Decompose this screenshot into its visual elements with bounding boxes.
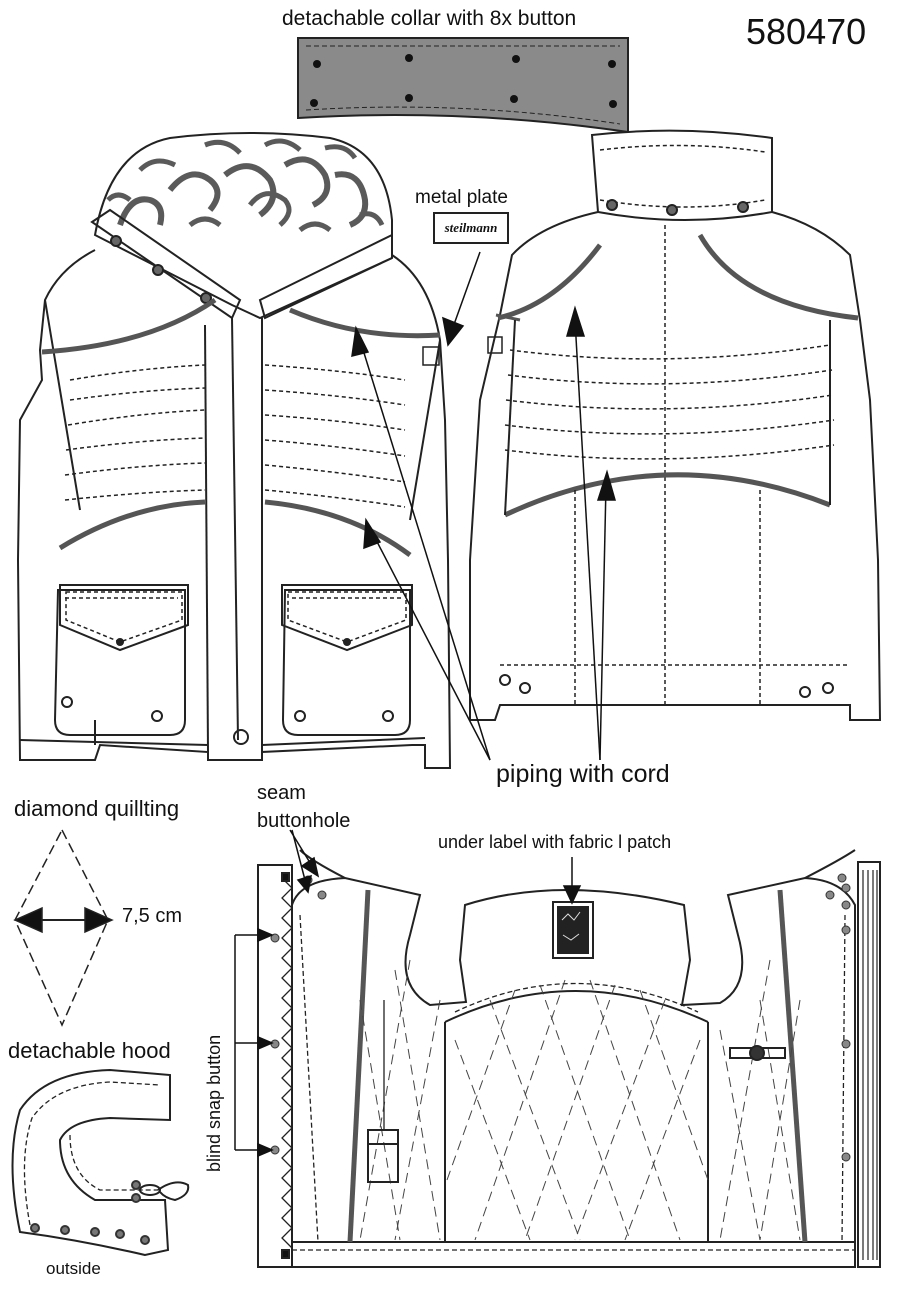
- detachable-hood: [11, 1068, 190, 1257]
- outside-label: outside: [46, 1259, 101, 1278]
- hood-label: detachable hood: [8, 1038, 171, 1063]
- jacket-back: [469, 129, 882, 721]
- under-label-caption: under label with fabric l patch: [438, 832, 672, 852]
- detachable-collar: [297, 37, 629, 134]
- collar-label: detachable collar with 8x button: [282, 7, 577, 30]
- diamond-quilting-detail: [13, 828, 114, 1027]
- seam-label: seam: [257, 782, 306, 804]
- jacket-inside-view: [257, 849, 881, 1268]
- buttonhole-label: buttonhole: [257, 810, 351, 832]
- callout-arrows: [351, 251, 616, 761]
- piping-label: piping with cord: [496, 760, 670, 788]
- metal-plate-label: metal plate: [415, 187, 508, 208]
- fur-collar: [93, 132, 393, 320]
- model-number: 580470: [746, 11, 867, 52]
- bottom-callouts: [234, 829, 582, 1158]
- blind-snap-label: blind snap button: [204, 1034, 224, 1172]
- metal-plate-logo: steilmann: [433, 212, 509, 244]
- measure-label: 7,5 cm: [122, 905, 183, 927]
- jacket-front: [16, 132, 452, 769]
- diamond-quilting-label: diamond quillting: [14, 796, 180, 821]
